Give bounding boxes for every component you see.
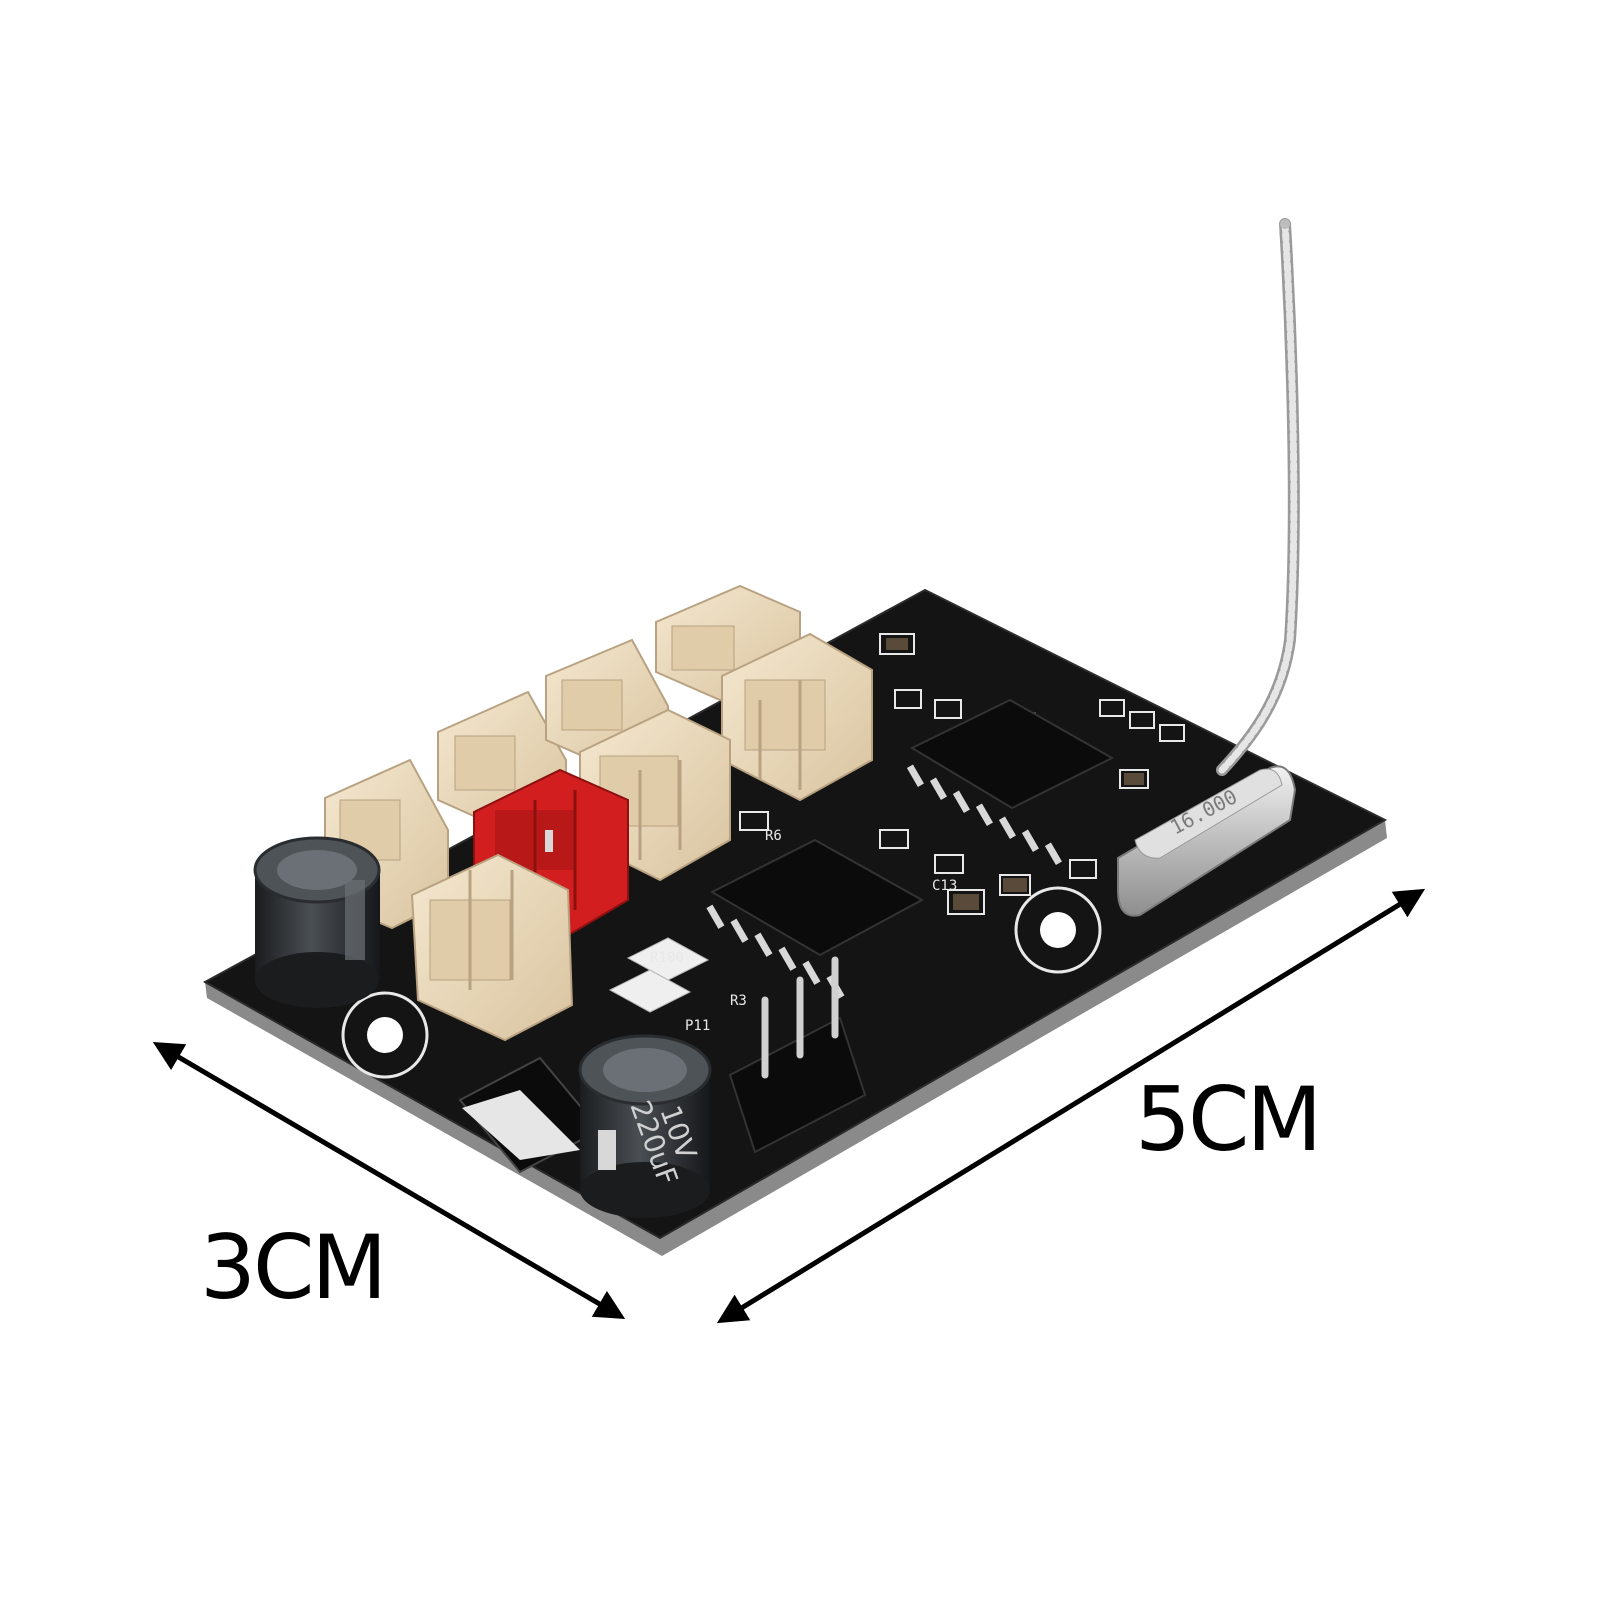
silk-label: C13 [932, 878, 957, 894]
dimension-arrow-length [716, 888, 1426, 1324]
antenna-wire [1216, 218, 1300, 776]
ic-chip-upper [906, 698, 1115, 866]
jst-connector [410, 853, 574, 1042]
capacitor-220uf: 10V 220uF [578, 1034, 712, 1218]
dimension-arrow-width [152, 1041, 626, 1320]
silk-label: R3 [730, 993, 747, 1009]
svg-text:R100: R100 [650, 950, 684, 966]
width-dimension-label: 3CM [200, 1216, 384, 1319]
header-label: P11 [685, 1018, 710, 1034]
silk-label: R6 [765, 828, 782, 844]
capacitor-left [253, 836, 381, 1008]
resistor [608, 969, 692, 1013]
resistor: R100 [626, 937, 710, 981]
jst-connector [721, 632, 873, 802]
length-dimension-label: 5CM [1135, 1068, 1319, 1171]
